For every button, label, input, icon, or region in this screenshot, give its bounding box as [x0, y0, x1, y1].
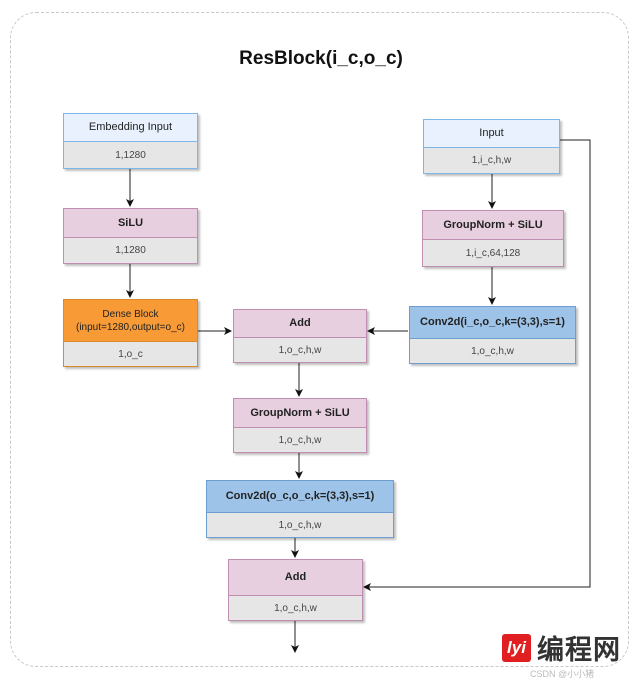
node-label: Conv2d(i_c,o_c,k=(3,3),s=1) — [410, 307, 575, 339]
node-shape: 1,i_c,64,128 — [423, 240, 563, 266]
node-conv2d-2: Conv2d(o_c,o_c,k=(3,3),s=1) 1,o_c,h,w — [206, 480, 394, 538]
node-shape: 1,1280 — [64, 142, 197, 168]
node-add-2: Add 1,o_c,h,w — [228, 559, 363, 621]
node-label: Add — [229, 560, 362, 596]
node-conv2d-1: Conv2d(i_c,o_c,k=(3,3),s=1) 1,o_c,h,w — [409, 306, 576, 364]
watermark-logo-icon: lyi — [502, 633, 531, 662]
node-label: SiLU — [64, 209, 197, 238]
edge-skip-connection — [363, 139, 591, 591]
node-shape: 1,o_c — [64, 342, 197, 366]
node-label: Dense Block (input=1280,output=o_c) — [64, 300, 197, 342]
node-silu: SiLU 1,1280 — [63, 208, 198, 264]
node-add-1: Add 1,o_c,h,w — [233, 309, 367, 363]
node-label: Embedding Input — [64, 114, 197, 142]
node-input: Input 1,i_c,h,w — [423, 119, 560, 174]
node-groupnorm-silu-1: GroupNorm + SiLU 1,i_c,64,128 — [422, 210, 564, 267]
node-label: GroupNorm + SiLU — [234, 399, 366, 428]
node-shape: 1,o_c,h,w — [410, 339, 575, 363]
node-shape: 1,o_c,h,w — [229, 596, 362, 620]
node-label: Add — [234, 310, 366, 338]
node-label: Input — [424, 120, 559, 148]
node-shape: 1,o_c,h,w — [234, 428, 366, 452]
watermark: lyi 编程网 — [502, 628, 621, 667]
diagram-title: ResBlock(i_c,o_c) — [239, 48, 403, 69]
watermark-text: 编程网 — [537, 635, 621, 666]
node-label: GroupNorm + SiLU — [423, 211, 563, 240]
node-dense-block: Dense Block (input=1280,output=o_c) 1,o_… — [63, 299, 198, 367]
watermark-credit: CSDN @小小猪 — [530, 669, 595, 679]
node-label-line1: Dense Block — [102, 308, 159, 320]
node-shape: 1,o_c,h,w — [234, 338, 366, 362]
node-groupnorm-silu-2: GroupNorm + SiLU 1,o_c,h,w — [233, 398, 367, 453]
diagram-frame — [10, 12, 629, 667]
node-label-line2: (input=1280,output=o_c) — [76, 321, 185, 333]
node-shape: 1,o_c,h,w — [207, 513, 393, 537]
node-shape: 1,1280 — [64, 238, 197, 263]
node-shape: 1,i_c,h,w — [424, 148, 559, 173]
node-label: Conv2d(o_c,o_c,k=(3,3),s=1) — [207, 481, 393, 513]
node-embedding-input: Embedding Input 1,1280 — [63, 113, 198, 169]
